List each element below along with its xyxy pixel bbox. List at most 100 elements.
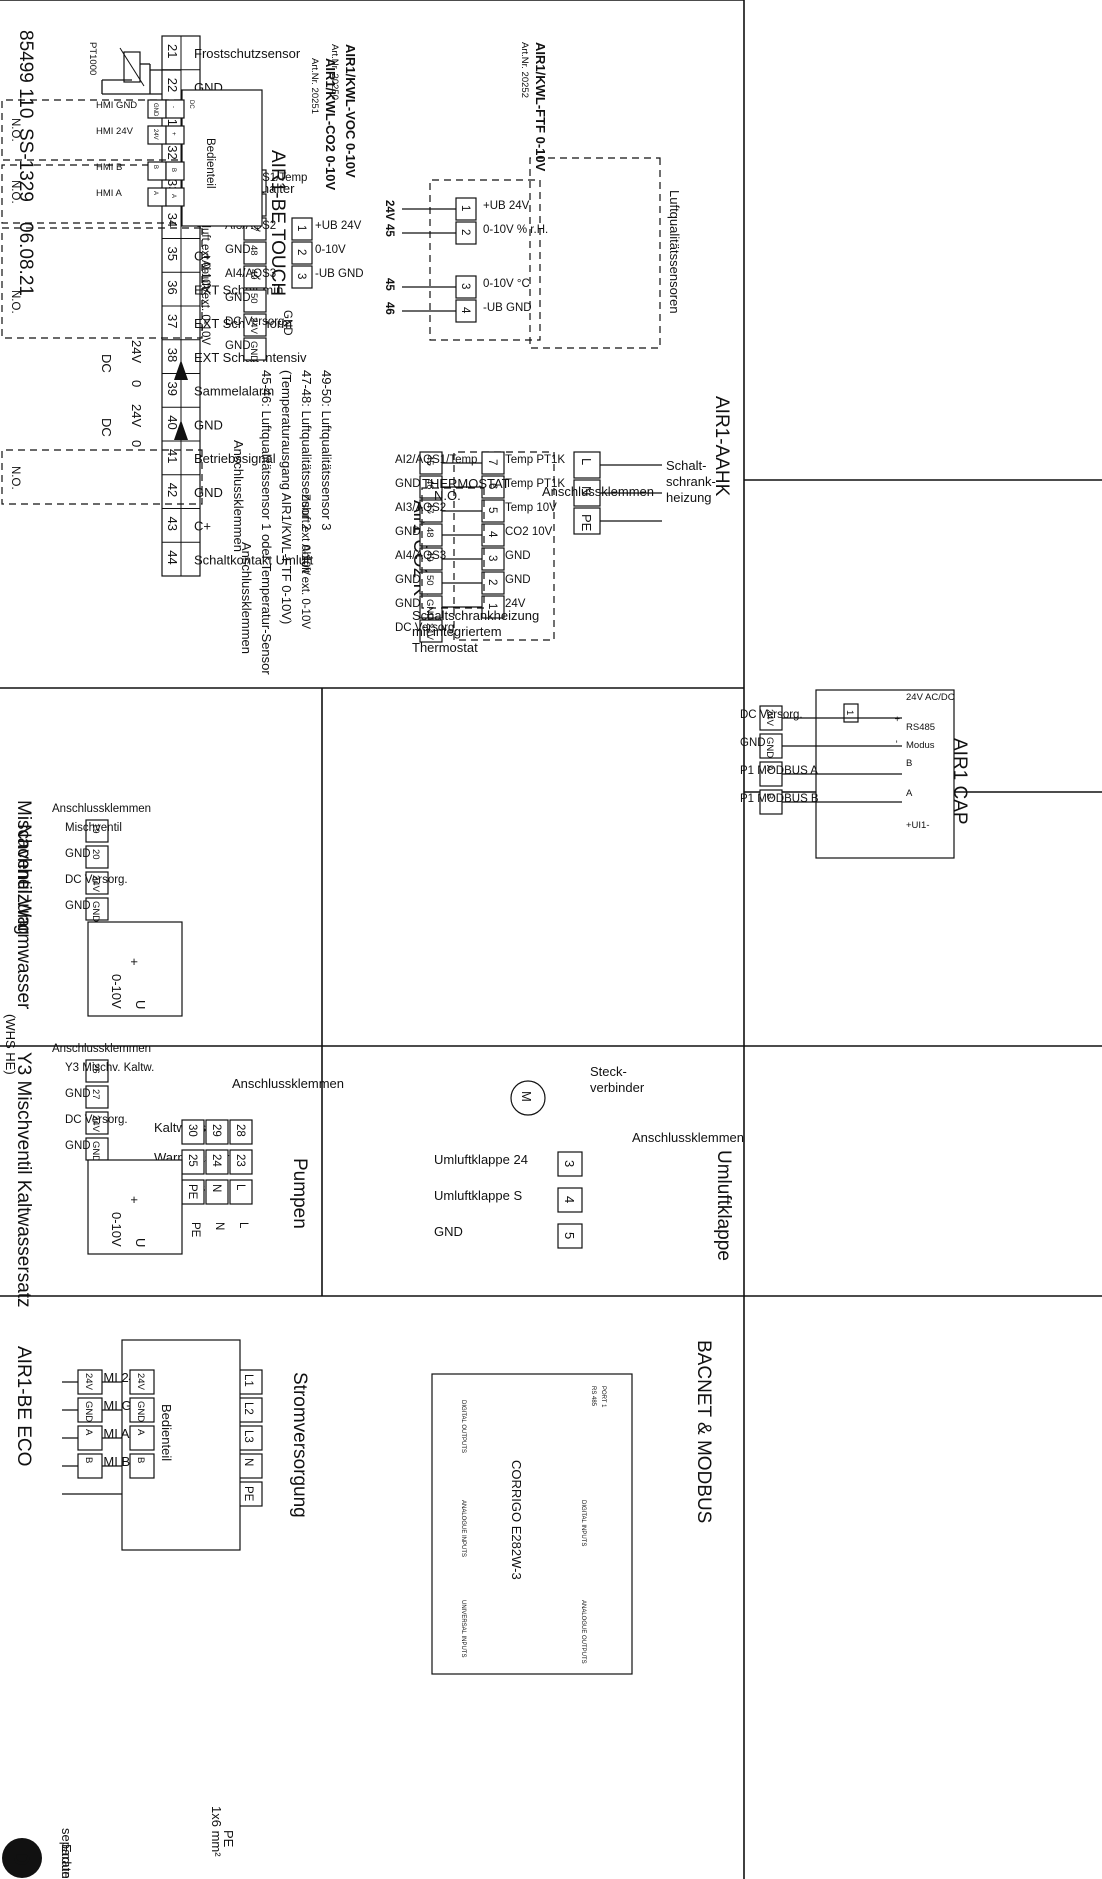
aahk-terminal: N [579,486,594,495]
power-separate: Erdungsanschluss [59,1844,74,1879]
doc-date: 06.08.21 [15,222,36,296]
y3-terminal-box [85,1085,109,1109]
umluft-motor-label: M [519,1091,534,1102]
power-terminal-number: L2 [242,1402,254,1415]
main-terminal-label: Sammelalarm [194,384,274,399]
umluft-title: Umluftklappe [713,1150,734,1261]
cap-device-label: +UI1- [906,820,930,831]
co2k-terminal-number: 46 [424,479,435,490]
pumps-title: Pumpen [289,1158,310,1229]
air-sensors-group-title: Luftqualitätssensoren [667,190,682,314]
sensor-terminal-number: 50 [248,293,259,304]
ftf-pin-number: 1 [459,205,471,211]
co2k-terminal-label: GND [395,574,421,586]
eco-pin-box [77,1425,103,1451]
aahk-terminal: L [579,458,594,465]
warm-title-line: Nachheizung [13,824,34,935]
eco-dev-box [129,1369,155,1395]
warm-terminal-label: GND [65,848,91,860]
umluft-contact [1,449,203,505]
main-terminal-number: 35 [165,247,180,261]
co2k-terminal-number: 50 [424,575,435,586]
corrigo-digital-inputs: DIGITAL INPUTS [580,1500,586,1546]
pump-terminal-number: 24 [210,1154,222,1167]
voc-art-nr: Art.Nr. 20250 [329,44,340,100]
power-pe-extra: PE [221,1830,236,1848]
y3-terminals-caption: Anschlussklemmen [52,1043,151,1055]
sammel-dc: DC [99,354,114,373]
y3-range: 0-10V [109,1212,124,1247]
warm-title-line: Mischventil Warmwasser [13,800,34,1010]
pump-terminal-number: PE [186,1184,198,1200]
corrigo-controller [431,1373,633,1675]
eco-pin: A [83,1429,94,1436]
sensor-pin-label: 0-10V [315,244,346,256]
pt1000-label: PT1000 [87,42,98,75]
co2k-device-pin-label: GND [505,550,531,562]
sensor-terminal-number: GND [248,341,259,362]
touch-dev: - [170,106,176,108]
eco-panel-label: Bedienteil [159,1404,174,1461]
touch-dev-box [165,187,185,207]
co2k-abluft: Abluft ext. 0-10V [299,544,311,629]
eco-dev: A [135,1429,146,1436]
main-terminal-label: Frostschutzsensor [194,46,301,61]
warm-terminal-number: 24V [90,875,101,893]
sensor-note: (Temperaturausgang AIR1/KWL-FTF 0-10V) [279,370,294,624]
aahk-caption: mit integriertem [412,624,502,639]
umluft-terminal-box [557,1151,583,1177]
co2k-device-pin-number: 6 [486,483,498,489]
sammel-24v: 24V [129,340,144,363]
pump-terminal-number: N [210,1184,222,1192]
pump-terminal-box [229,1149,253,1175]
main-terminal-number: 40 [165,415,180,429]
aahk-terminals-caption: Anschlussklemmen [542,484,654,499]
power-terminal-number: PE [242,1486,254,1502]
pump-terminals-caption: Anschlussklemmen [232,1076,344,1091]
air1-cap-pin: 1 [844,710,855,715]
co2k-terminal-number: 24V [424,623,435,641]
aahk-thermostat-label: THERMOSTAT [422,476,510,491]
main-terminal-number: 44 [165,550,180,564]
aahk-heater-label: heizung [666,490,712,505]
y3-terminal-number: 27 [90,1089,101,1100]
touch-dc-label: DC [188,100,194,109]
bacnet-title: BACNET & MODBUS [693,1340,714,1523]
co2k-terminal-label: GND [395,598,421,610]
co2k-device-pin-number: 2 [486,579,498,585]
eco-title: AIR1-BE ECO [13,1346,34,1466]
umluft-terminals-caption: Anschlussklemmen [632,1130,744,1145]
co2k-terminals-caption: Anschlussklemmen [231,440,246,552]
sensor-terminal-label: AI4/AQS3 [225,268,276,280]
cap-terminal-number: A [764,765,775,772]
voc-name: AIR1/KWL-VOC 0-10V [343,44,358,178]
aahk-heater-label: Schalt- [666,458,706,473]
main-terminal-number: 43 [165,517,180,531]
co2k-terminal-label: GND [395,526,421,538]
umluft-terminal-number: 5 [562,1232,577,1239]
betrieb-0: 0 [129,440,144,447]
aahk-caption: Schaltschrankheizung [412,608,539,623]
document-header: 85499 110 SS-1329 06.08.21 [15,30,36,296]
sensor-pin-number: 1 [295,225,307,231]
abluft-label: Abluft ext. 0-10V [199,260,211,345]
sensor-terminal-label: DC Versorg. [225,316,288,328]
main-terminal-label: GND [194,417,223,432]
ftf-art-nr: Art.Nr. 20252 [519,42,530,98]
eco-dev-box [129,1425,155,1451]
warm-whs: (WHS HE) [3,1014,18,1075]
cap-device-label: Modus [906,740,935,751]
y3-title: Y3 Mischventil Kaltwassersatz [13,1052,34,1308]
main-terminal-number: 41 [165,449,180,463]
power-terminal-number: L3 [242,1430,254,1443]
co2k-device-pin-number: 3 [486,555,498,561]
eco-dev: 24V [135,1373,146,1391]
ftf-pin-label: 0-10V % r.H. [483,224,548,236]
warm-actuator [87,921,183,1017]
warm-terminal-box [85,819,109,843]
eco-dev: B [135,1457,146,1463]
pump-l-label: L [237,1222,249,1229]
pump-terminal-number: 25 [186,1154,198,1167]
pump-terminal-number: 29 [210,1124,222,1137]
umluft-terminal-number: 4 [562,1196,577,1203]
